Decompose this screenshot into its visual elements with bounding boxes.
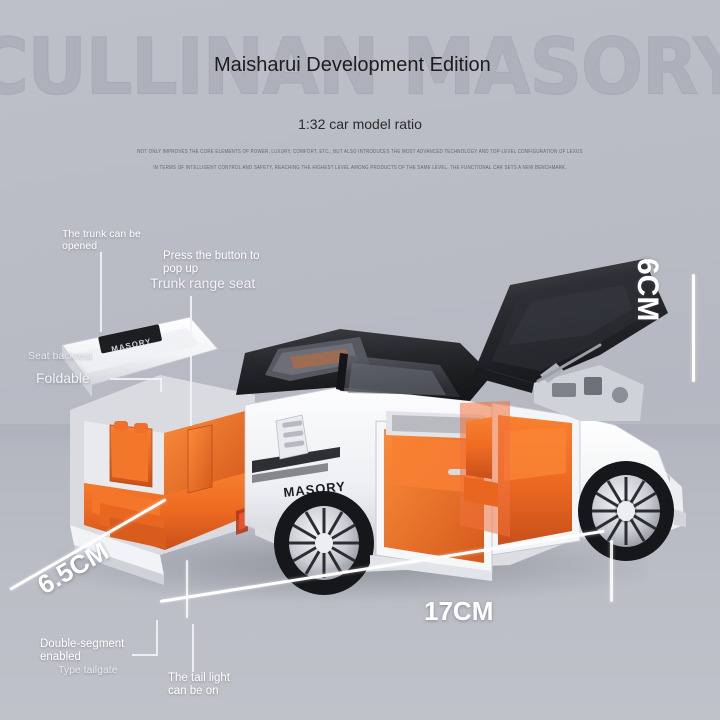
front-wheel: [578, 461, 674, 561]
callout-press-button: Press the button to pop up: [163, 250, 260, 275]
fineprint-line-1: NOT ONLY IMPROVES THE CORE ELEMENTS OF P…: [137, 148, 583, 155]
dimension-tick-right: [610, 540, 613, 602]
front-door-open: [491, 402, 581, 556]
fender-vent: [275, 414, 309, 460]
callout-trunk-range-seat: Trunk range seat: [150, 275, 256, 291]
car-illustration: MASORY: [61, 259, 686, 595]
page-title: Maisharui Development Edition: [214, 54, 491, 76]
front-interior: [460, 401, 510, 537]
callout-double-segment: Double-segment enabled: [40, 638, 125, 663]
leader-tailgate-v: [156, 620, 158, 656]
brand-watermark: CULLINAN MASORY: [0, 27, 720, 106]
rear-cargo-area: [70, 375, 255, 585]
callout-foldable: Foldable: [36, 370, 90, 386]
fineprint: NOT ONLY IMPROVES THE CORE ELEMENTS OF P…: [0, 144, 720, 176]
dimension-line-height: [692, 274, 695, 382]
leader-foldable-h: [110, 378, 162, 380]
fineprint-line-2: IN TERMS OF INTELLIGENT CONTROL AND SAFE…: [153, 164, 567, 171]
windows: [336, 353, 460, 397]
brand-watermark-text: CULLINAN MASORY: [0, 20, 720, 112]
callout-trunk-open: The trunk can be opened: [62, 228, 141, 252]
callout-seat-backrest: Seat backrest: [28, 350, 93, 362]
leader-tail-light: [192, 624, 194, 672]
car-model: MASORY: [40, 225, 690, 645]
engine-bay: [534, 343, 644, 421]
callout-type-tailgate: Type tailgate: [58, 664, 118, 676]
model-ratio: 1:32 car model ratio: [298, 116, 422, 132]
hood-open: [474, 259, 668, 393]
leader-foldable-v: [160, 378, 162, 392]
leader-trunk-open: [100, 252, 102, 332]
dimension-length: 17CM: [424, 596, 494, 626]
dimension-tick-left: [186, 560, 188, 618]
dimension-height: 6CM: [631, 258, 664, 322]
leader-tailgate-h: [132, 654, 156, 656]
leader-trunk-seat: [190, 296, 192, 426]
callout-tail-light: The tail light can be on: [168, 672, 231, 697]
trunk-lid: MASORY: [61, 316, 219, 397]
